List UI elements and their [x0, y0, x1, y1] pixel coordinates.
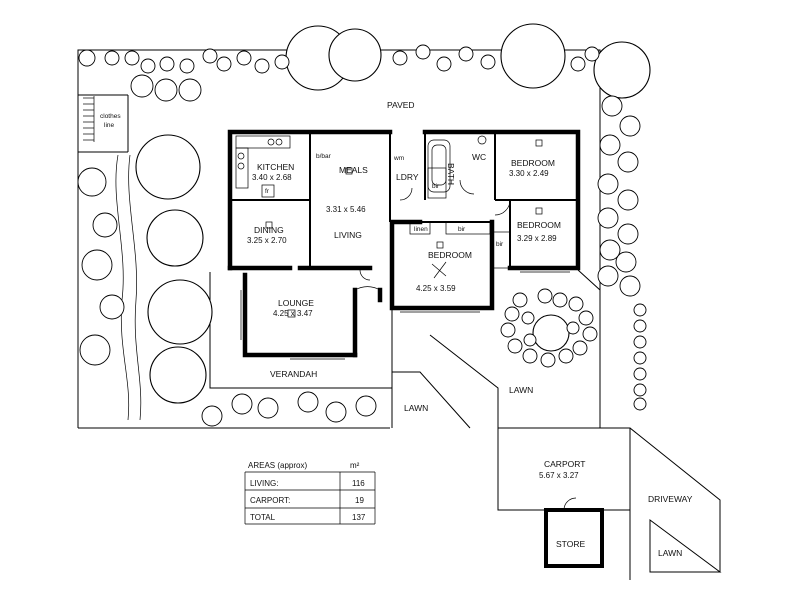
- carport-dims: 5.67 x 3.27: [539, 471, 579, 480]
- lounge-dims: 4.25 x 3.47: [273, 309, 313, 318]
- tree: [147, 279, 213, 345]
- lawn-front-label: LAWN: [404, 403, 428, 413]
- shrubs: [77, 44, 647, 427]
- areas-row-value: 19: [355, 496, 364, 505]
- lawn-drive-label: LAWN: [658, 548, 682, 558]
- wc-label: WC: [472, 152, 486, 162]
- kitchen-dims: 3.40 x 2.68: [252, 173, 292, 182]
- paved-label: PAVED: [387, 100, 415, 110]
- bath-label: BATH: [446, 163, 456, 185]
- areas-row-label: CARPORT:: [250, 496, 290, 505]
- plan-labels: PAVED clothes line KITCHEN 3.40 x 2.68 b…: [100, 100, 693, 558]
- tree: [135, 134, 201, 200]
- ldry-label: LDRY: [396, 172, 419, 182]
- bedroom-3-dims: 4.25 x 3.59: [416, 284, 456, 293]
- carport-label: CARPORT: [544, 459, 585, 469]
- linen-label: linen: [414, 226, 428, 233]
- areas-title: AREAS (approx): [248, 461, 307, 470]
- tree: [328, 28, 382, 82]
- areas-row-label: LIVING:: [250, 479, 278, 488]
- areas-row-label: TOTAL: [250, 513, 276, 522]
- bir-label-2: bir: [496, 241, 504, 248]
- tree: [593, 41, 651, 99]
- bedroom-2-dims: 3.29 x 2.89: [517, 234, 557, 243]
- bedroom-1-label: BEDROOM: [511, 158, 555, 168]
- bbar-label: b/bar: [316, 153, 332, 160]
- bedroom-3-label: BEDROOM: [428, 250, 472, 260]
- trees: [135, 23, 651, 404]
- dining-dims: 3.25 x 2.70: [247, 236, 287, 245]
- areas-unit: m²: [350, 461, 360, 470]
- areas-row-value: 116: [352, 479, 365, 488]
- bedroom-2-label: BEDROOM: [517, 220, 561, 230]
- lounge-label: LOUNGE: [278, 298, 314, 308]
- house-walls: [227, 129, 581, 360]
- bir-label-1: bir: [432, 183, 440, 190]
- bir-label-3: bir: [458, 226, 466, 233]
- meals-label: MEALS: [339, 165, 368, 175]
- living-label: LIVING: [334, 230, 362, 240]
- kitchen-label: KITCHEN: [257, 162, 294, 172]
- meals-dims: 3.31 x 5.46: [326, 205, 366, 214]
- tree: [146, 209, 204, 267]
- clothes-line-label-2: line: [104, 122, 115, 129]
- bedroom-1-dims: 3.30 x 2.49: [509, 169, 549, 178]
- clothes-line-label: clothes: [100, 113, 121, 120]
- areas-row-value: 137: [352, 513, 366, 522]
- tree: [149, 346, 207, 404]
- lawn-right-label: LAWN: [509, 385, 533, 395]
- site-boundary: [77, 49, 722, 580]
- store-label: STORE: [556, 539, 585, 549]
- areas-table: AREAS (approx) m² LIVING: 116 CARPORT: 1…: [244, 461, 376, 525]
- verandah-label: VERANDAH: [270, 369, 317, 379]
- tree: [532, 314, 570, 352]
- wm-label: wm: [393, 155, 404, 162]
- tree: [500, 23, 566, 89]
- driveway-label: DRIVEWAY: [648, 494, 693, 504]
- dining-label: DINING: [254, 225, 284, 235]
- fr-label: fr: [265, 188, 270, 195]
